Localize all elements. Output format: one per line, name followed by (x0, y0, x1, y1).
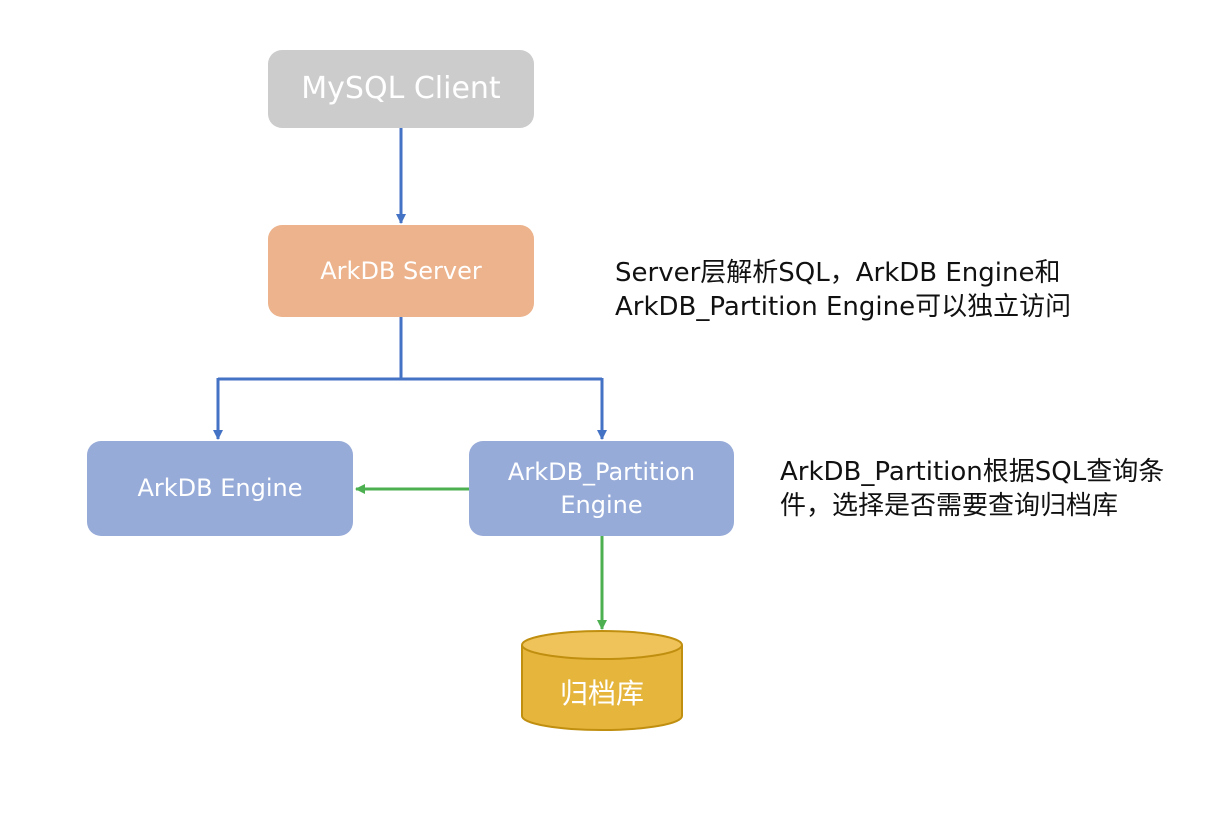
arkdb-partition-engine-node: ArkDB_Partition Engine (469, 441, 734, 536)
partition-annotation: ArkDB_Partition根据SQL查询条 件，选择是否需要查询归档库 (780, 455, 1164, 523)
partition-annotation-line2: 件，选择是否需要查询归档库 (780, 491, 1119, 521)
mysql-client-label: MySQL Client (301, 70, 501, 106)
partition-annotation-line1: ArkDB_Partition根据SQL查询条 (780, 457, 1165, 487)
archive-database-cylinder (521, 630, 683, 731)
server-annotation: Server层解析SQL，ArkDB Engine和 ArkDB_Partiti… (615, 256, 1071, 324)
arkdb-partition-label-line2: Engine (560, 490, 643, 519)
arkdb-partition-label-line1: ArkDB_Partition (507, 458, 696, 487)
arkdb-engine-label: ArkDB Engine (137, 474, 303, 503)
arkdb-server-label: ArkDB Server (320, 256, 482, 285)
server-annotation-line1: Server层解析SQL，ArkDB Engine和 (615, 258, 1061, 288)
archive-db-label: 归档库 (559, 677, 644, 710)
arkdb-engine-node: ArkDB Engine (87, 441, 353, 536)
arkdb-server-node: ArkDB Server (268, 225, 534, 317)
mysql-client-node: MySQL Client (268, 50, 534, 128)
server-annotation-line2: ArkDB_Partition Engine可以独立访问 (615, 292, 1072, 322)
